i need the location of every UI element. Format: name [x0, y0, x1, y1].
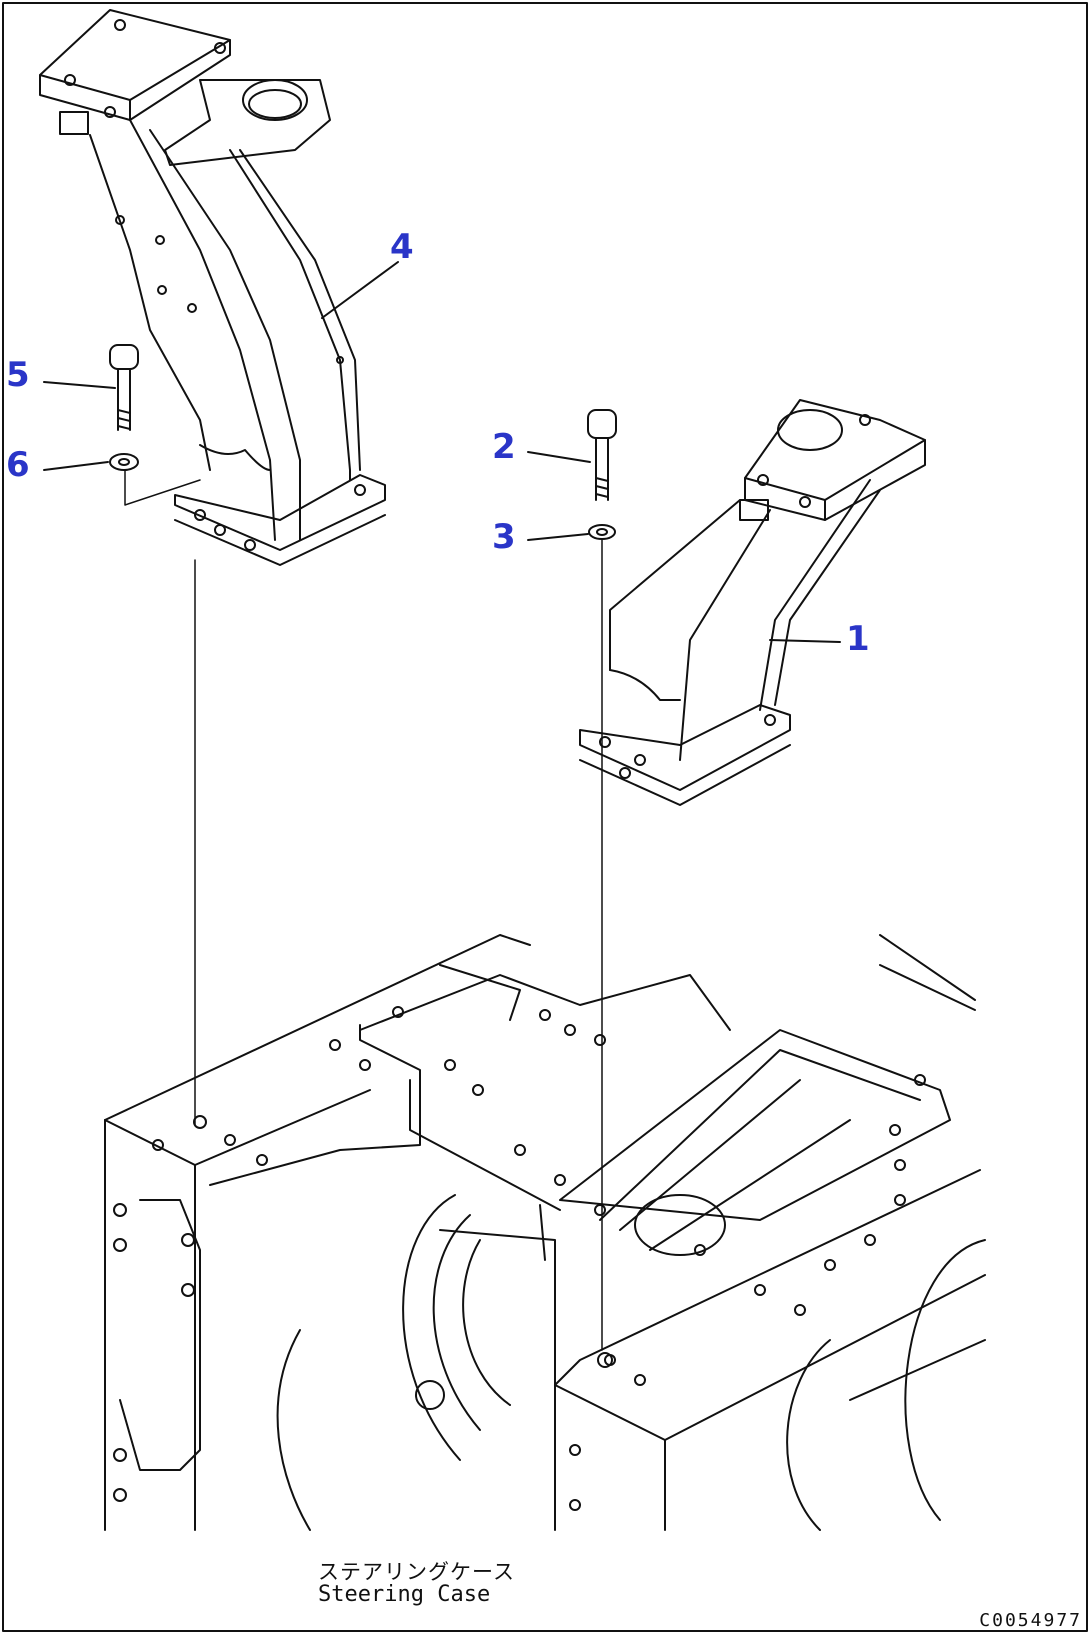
drawing-number: C0054977 [979, 1610, 1082, 1631]
washer-6 [109, 453, 139, 471]
callout-3: 3 [492, 517, 516, 557]
bracket-4 [39, 9, 386, 566]
callout-2: 2 [492, 427, 516, 467]
callout-4: 4 [390, 227, 414, 267]
bolt-2 [587, 409, 617, 501]
callout-1: 1 [846, 619, 870, 659]
leader-6 [43, 461, 109, 471]
washer-3 [588, 524, 616, 540]
callout-5: 5 [6, 355, 30, 395]
leader-5 [43, 381, 116, 389]
bolt-5 [109, 344, 139, 431]
steering-case [104, 934, 986, 1531]
leader-4 [321, 261, 399, 319]
leader-1 [769, 639, 841, 643]
case-label-japanese: ステアリングケース [318, 1560, 515, 1584]
leader-3 [527, 533, 589, 541]
leader-2 [527, 451, 591, 463]
bracket-1 [579, 399, 926, 806]
callout-6: 6 [6, 445, 30, 485]
case-label-english: Steering Case [318, 1582, 491, 1607]
